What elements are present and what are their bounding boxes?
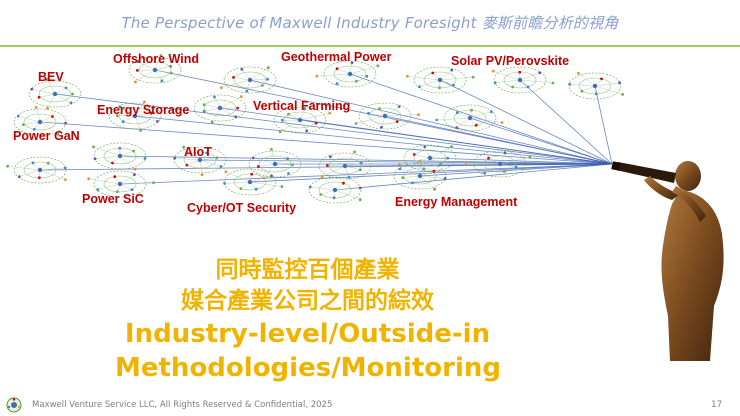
footer-copyright: Maxwell Venture Service LLC, All Rights … <box>32 400 333 410</box>
industry-label-cyber-ot-security: Cyber/OT Security <box>187 201 297 215</box>
sight-ray <box>119 163 613 185</box>
ecosystem-cluster-icon <box>219 66 277 94</box>
ecosystem-cluster-icon <box>193 94 247 124</box>
industry-label-bev: BEV <box>38 70 64 84</box>
sight-ray <box>384 115 613 165</box>
sight-ray <box>249 163 613 183</box>
sight-ray <box>119 155 613 165</box>
sight-ray <box>54 93 613 165</box>
ecosystem-cluster-icon <box>435 104 504 132</box>
ecosystem-cluster-icon <box>92 142 147 171</box>
industry-label-aiot: AIoT <box>184 145 212 159</box>
ecosystem-cluster-icon <box>128 54 182 84</box>
ecosystem-cluster-icon <box>28 78 82 110</box>
industry-label-energy-management: Energy Management <box>395 195 518 209</box>
sight-ray <box>429 157 613 165</box>
sight-ray <box>334 163 613 191</box>
page-number: 17 <box>711 400 722 410</box>
ecosystem-cluster-icon <box>87 170 155 198</box>
ecosystem-cluster-icon <box>13 106 67 136</box>
sight-ray <box>519 79 613 165</box>
headline-line-1: 同時監控百個產業 <box>215 257 400 283</box>
ecosystem-cluster-icon <box>6 156 67 184</box>
sight-ray <box>419 163 613 177</box>
ecosystem-cluster-icon <box>308 175 362 204</box>
ecosystem-cluster-icon <box>465 150 532 178</box>
ecosystem-cluster-icon <box>273 106 332 134</box>
ecosystem-cluster-icon <box>491 66 555 94</box>
headline-line-4: Methodologies/Monitoring <box>115 353 501 383</box>
industry-network-diagram: BEV Offshore Wind Geothermal Power Solar… <box>0 48 740 388</box>
telescope-observer-icon <box>611 161 724 361</box>
headline-line-3: Industry-level/Outside-in <box>124 319 491 349</box>
headline-block: 同時監控百個產業 媒合產業公司之間的綜效 Industry-level/Outs… <box>115 255 501 385</box>
sight-ray <box>469 117 613 165</box>
ecosystem-cluster-icon <box>318 150 372 180</box>
headline-line-2: 媒合產業公司之間的綜效 <box>181 288 434 314</box>
sight-ray <box>439 79 613 165</box>
industry-label-geothermal-power: Geothermal Power <box>281 50 392 64</box>
industry-label-solar-pv: Solar PV/Perovskite <box>451 54 570 68</box>
title-divider <box>0 45 740 47</box>
network-svg <box>6 54 624 204</box>
industry-label-power-sic: Power SiC <box>82 192 144 206</box>
ecosystem-cluster-icon <box>406 66 475 94</box>
sight-ray <box>349 73 613 165</box>
sight-ray <box>249 79 613 165</box>
sight-ray <box>199 159 613 165</box>
sight-ray <box>594 85 613 165</box>
industry-label-offshore-wind: Offshore Wind <box>113 52 199 66</box>
ecosystem-cluster-icon <box>354 102 420 130</box>
sight-ray <box>299 119 613 165</box>
ecosystem-cluster-icon <box>568 71 624 100</box>
industry-label-power-gan: Power GaN <box>13 129 80 143</box>
ecosystem-cluster-icon <box>173 145 227 177</box>
ecosystem-cluster-icon <box>108 100 162 132</box>
slide-title: The Perspective of Maxwell Industry Fore… <box>121 14 619 32</box>
industry-label-energy-storage: Energy Storage <box>97 103 190 117</box>
sight-ray <box>39 121 613 165</box>
ecosystem-cluster-icon <box>393 159 447 191</box>
sight-ray <box>134 115 613 165</box>
ecosystem-cluster-icon <box>223 168 284 196</box>
maxwell-logo-icon <box>6 397 22 413</box>
ecosystem-cluster-icon <box>315 60 380 88</box>
industry-label-vertical-farming: Vertical Farming <box>253 99 351 113</box>
